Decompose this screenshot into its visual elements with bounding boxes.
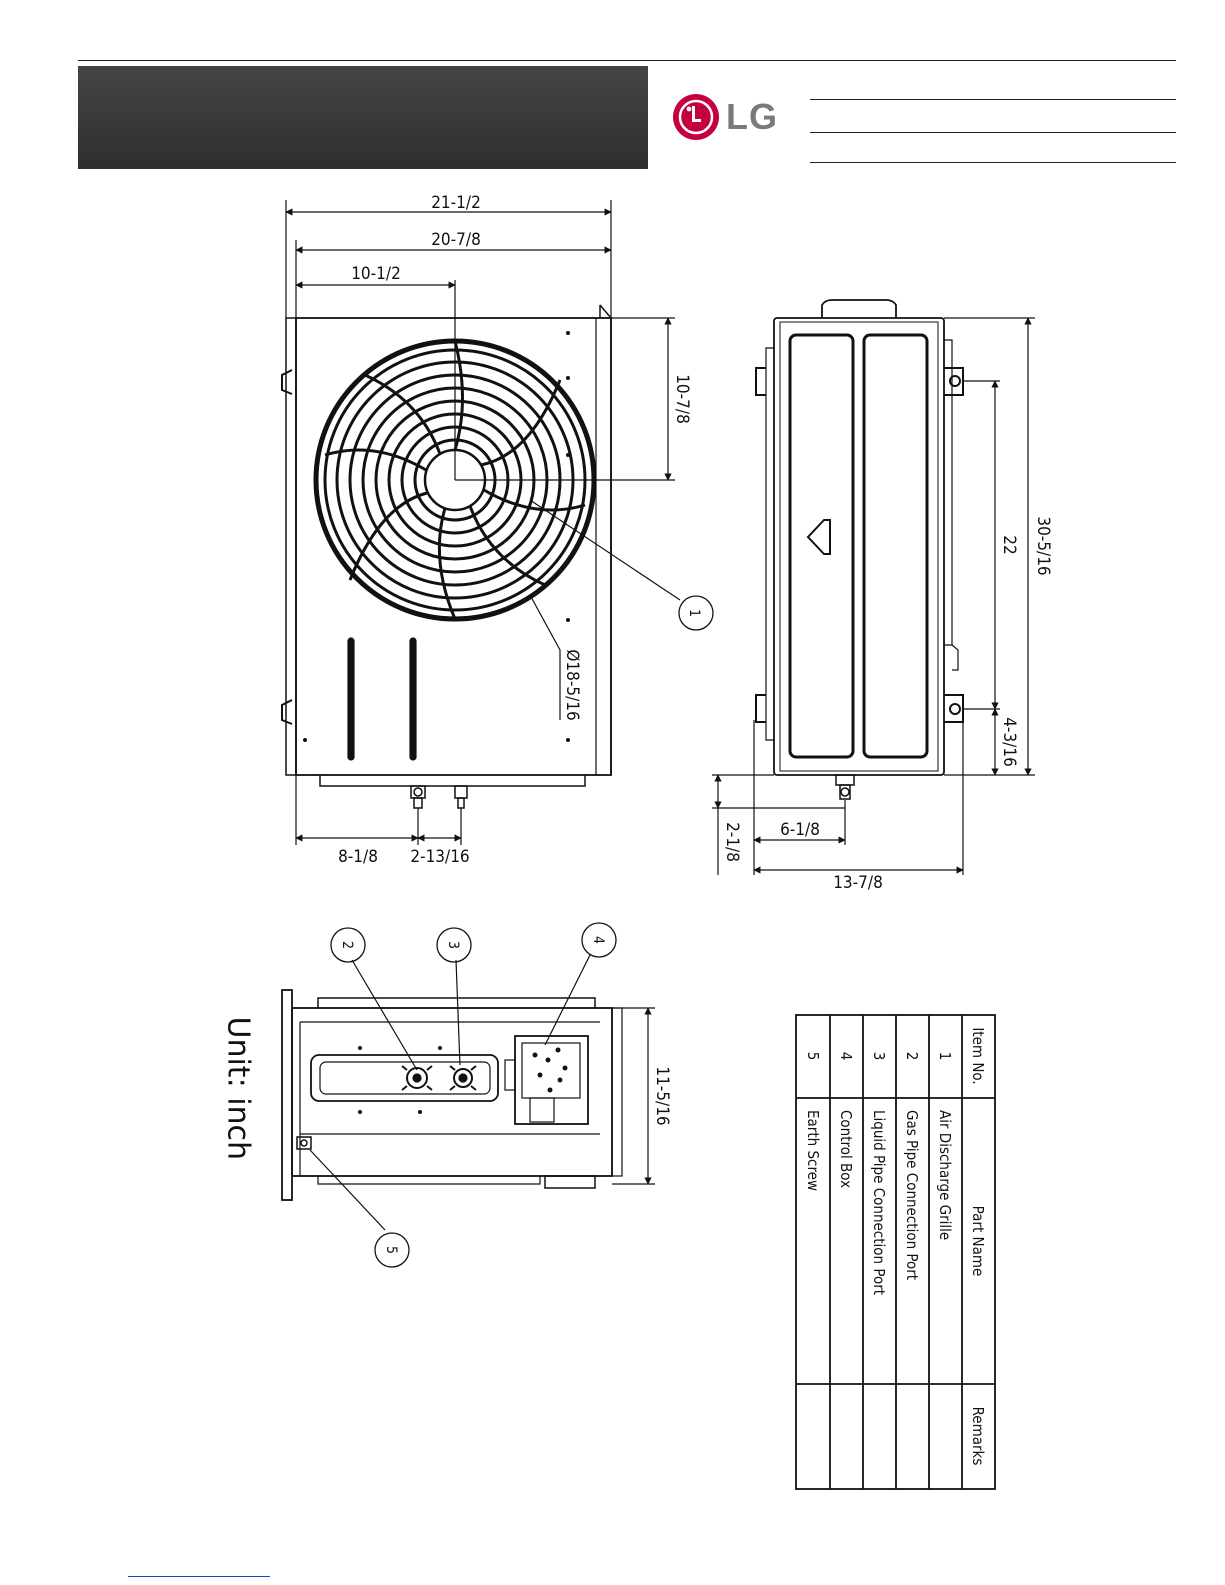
dim-pipe-spacing: 2-13/16 <box>410 847 469 867</box>
top-view <box>282 923 655 1267</box>
table-row-1-name: Air Discharge Grille <box>936 1110 954 1240</box>
table-row-4-name: Control Box <box>837 1110 855 1188</box>
table-header-part-name: Part Name <box>969 1206 987 1277</box>
table-header-remarks: Remarks <box>969 1407 987 1466</box>
callout-5: 5 <box>383 1246 399 1254</box>
side-view <box>712 300 1035 875</box>
dim-top-depth: 11-5/16 <box>652 1066 672 1125</box>
table-header-item-no: Item No. <box>969 1027 987 1084</box>
table-row-2-no: 2 <box>903 1052 921 1061</box>
table-row-3-no: 3 <box>870 1052 888 1061</box>
front-view <box>282 200 713 845</box>
table-row-3-name: Liquid Pipe Connection Port <box>870 1110 888 1295</box>
callout-2: 2 <box>339 941 355 949</box>
table-row-2-name: Gas Pipe Connection Port <box>903 1110 921 1280</box>
table-row-5-name: Earth Screw <box>804 1110 822 1191</box>
table-row-1-no: 1 <box>936 1052 954 1061</box>
callout-3: 3 <box>445 941 461 949</box>
dim-fan-diameter: Ø18-5/16 <box>562 649 582 720</box>
footer-link-underline[interactable] <box>128 1576 270 1577</box>
dim-body-width: 20-7/8 <box>431 230 481 250</box>
dim-fan-center-x: 10-1/2 <box>351 264 401 284</box>
dim-overall-width: 21-1/2 <box>431 193 481 213</box>
dim-overall-height: 30-5/16 <box>1033 516 1053 575</box>
unit-label: Unit: inch <box>220 1017 256 1152</box>
dim-mount-bottom: 4-3/16 <box>999 717 1019 767</box>
dim-pipe-offset: 8-1/8 <box>338 847 378 867</box>
callout-4: 4 <box>590 936 606 944</box>
dim-fan-center-y: 10-7/8 <box>672 374 692 424</box>
dim-mount-spacing: 22 <box>999 535 1019 554</box>
table-row-5-no: 5 <box>804 1052 822 1061</box>
callout-1: 1 <box>686 609 702 617</box>
parts-table-grid <box>796 1015 995 1489</box>
dim-pipe-to-back: 6-1/8 <box>780 820 820 840</box>
table-row-4-no: 4 <box>837 1052 855 1061</box>
dim-depth: 13-7/8 <box>833 873 883 893</box>
dim-pipe-projection: 2-1/8 <box>722 822 742 862</box>
